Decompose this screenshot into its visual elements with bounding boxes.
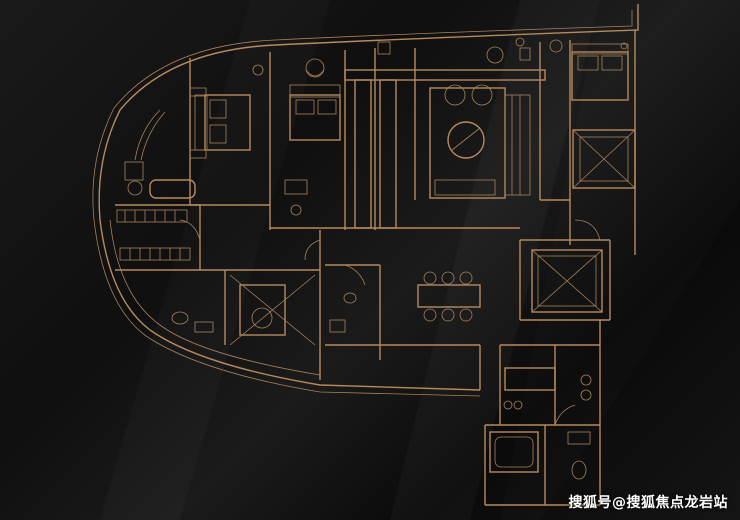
watermark-text: 搜狐号@搜狐焦点龙岩站: [568, 495, 728, 511]
sink-icon: [503, 374, 592, 410]
toilet-icon: [171, 311, 214, 333]
elevator-shaft-icon: [572, 129, 636, 189]
interior-walls: [115, 30, 636, 506]
outer-wall-inner: [92, 10, 633, 397]
bed-icon: [289, 84, 341, 141]
facade-line: [109, 219, 321, 376]
kitchen-island: [504, 367, 556, 391]
bed-icon: [549, 39, 629, 101]
door-swing: [179, 219, 576, 426]
dining-table-icon: [417, 271, 481, 322]
chair-icon: [486, 46, 531, 64]
window-arc-inner: [140, 111, 166, 161]
toilet-icon: [284, 179, 308, 216]
toilet-icon: [567, 431, 591, 480]
door-swing: [574, 219, 601, 241]
outer-wall: [98, 4, 639, 391]
wardrobe: [116, 209, 191, 261]
toilet-icon: [329, 292, 357, 333]
round-table-icon: [447, 121, 485, 159]
cross-pattern: [229, 274, 316, 346]
plant-icon: [252, 37, 525, 76]
elevator-shaft-icon: [531, 249, 603, 313]
chair-icon: [239, 284, 286, 336]
sofa-icon: [124, 161, 196, 199]
window-arc: [134, 109, 161, 161]
chair-icon: [305, 58, 325, 78]
bathtub-icon: [489, 431, 539, 473]
chair-icon: [444, 84, 493, 106]
sofa-icon: [429, 87, 531, 199]
bed-icon: [189, 87, 251, 159]
